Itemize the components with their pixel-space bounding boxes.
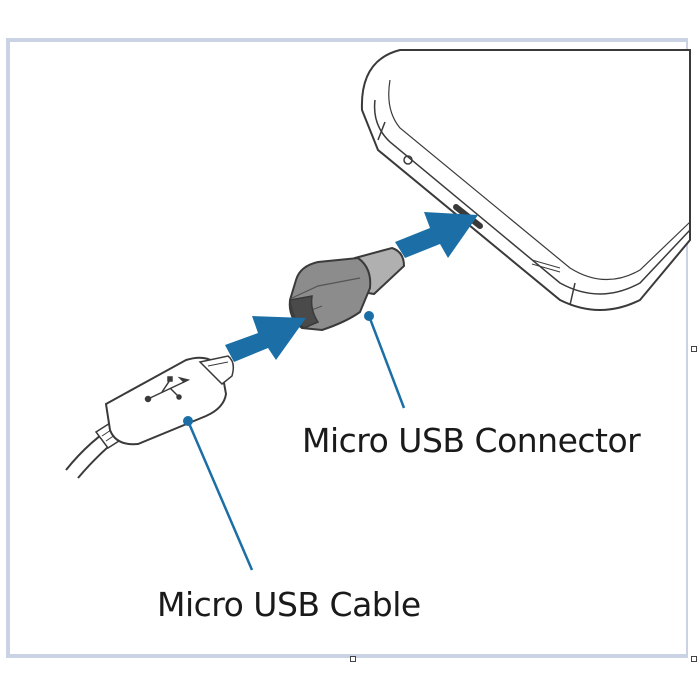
arrow-to-phone xyxy=(395,212,478,258)
leader-connector xyxy=(364,311,406,409)
frame-corner-marker xyxy=(350,656,356,662)
micro-usb-connector-label: Micro USB Connector xyxy=(302,421,641,460)
phone-jack xyxy=(403,155,413,165)
micro-usb-cable-label: Micro USB Cable xyxy=(157,585,421,624)
arrow-to-connector xyxy=(225,316,306,362)
frame-corner-marker xyxy=(691,656,697,662)
usb-symbol-icon xyxy=(144,376,191,403)
micro-usb-connector xyxy=(288,246,406,332)
frame-border xyxy=(6,38,688,658)
frame-corner-marker xyxy=(691,346,697,352)
leader-cable xyxy=(183,416,254,571)
phone-illustration xyxy=(360,49,691,311)
micro-usb-cable xyxy=(65,355,235,479)
